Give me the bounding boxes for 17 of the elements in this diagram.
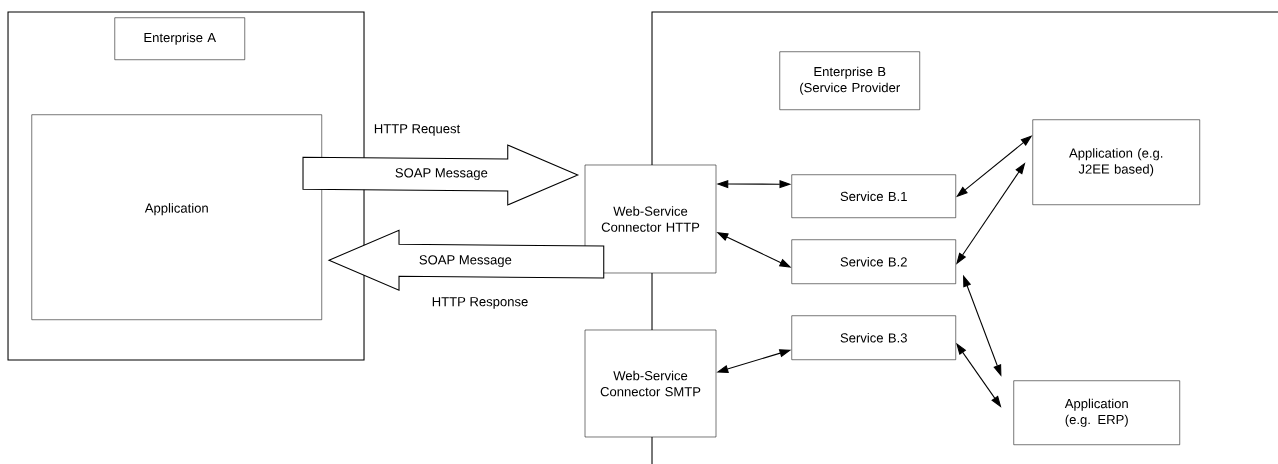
service-box: Service B.2 — [791, 239, 956, 284]
connector-box: Web-Service Connector SMTP — [584, 329, 717, 438]
label-box: Enterprise A — [114, 17, 245, 60]
application-box: Application (e.g. ERP) — [1013, 380, 1180, 445]
service-box: Service B.3 — [791, 315, 956, 360]
connector-box: Web-Service Connector HTTP — [584, 164, 717, 274]
protocol-label: HTTP Request — [374, 124, 461, 136]
region-box — [7, 11, 365, 361]
edge-label: SOAP Message — [419, 255, 512, 268]
block-arrow — [302, 144, 580, 206]
application-box: Application (e.g. J2EE based) — [1032, 119, 1200, 205]
protocol-label: HTTP Response — [432, 297, 528, 309]
service-box: Service B.1 — [791, 174, 956, 218]
edge-label: SOAP Message — [395, 168, 488, 181]
application-box: Application — [31, 114, 322, 320]
block-arrow — [327, 229, 605, 292]
label-box: Enterprise B (Service Provider — [779, 51, 920, 110]
